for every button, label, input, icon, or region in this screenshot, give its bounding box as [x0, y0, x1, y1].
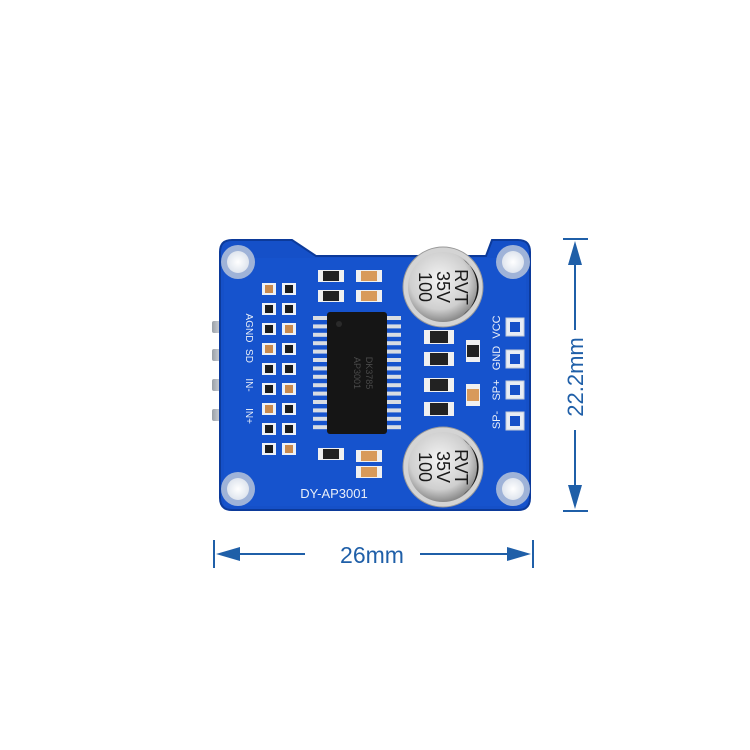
ic-pin: [385, 349, 401, 354]
amplifier-ic: AP3001 DK3785: [313, 312, 401, 434]
ic-pin: [385, 408, 401, 413]
pin-label-gnd: GND: [491, 346, 503, 371]
smd-component: [285, 445, 293, 453]
capacitor-top: RVT 35V 100: [402, 246, 484, 328]
ic-pin: [385, 400, 401, 404]
ic-pin: [385, 316, 401, 320]
ic-pin: [313, 408, 329, 413]
right-pads: [505, 317, 525, 431]
cap-bottom-brand: RVT: [451, 449, 471, 485]
cap-bottom-value: 100: [415, 452, 435, 482]
ic-pin: [313, 425, 329, 430]
ic-pin: [313, 324, 329, 329]
smd-component: [265, 305, 273, 313]
smd-component: [265, 365, 273, 373]
smd-component: [285, 305, 293, 313]
ic-pin: [313, 349, 329, 354]
smd-component: [265, 405, 273, 413]
ic-pin: [313, 341, 329, 346]
smd-component: [265, 425, 273, 433]
ic-marking-2: DK3785: [364, 357, 374, 390]
right-smd-components: [424, 330, 480, 416]
cap-top-voltage: 35V: [433, 271, 453, 303]
ic-pin: [385, 425, 401, 430]
ic-pin: [313, 332, 329, 337]
ic-pin: [385, 383, 401, 388]
ic-pin: [313, 383, 329, 388]
width-dimension: 26mm: [213, 540, 534, 568]
smd-component: [285, 365, 293, 373]
pin-label-in-minus: IN-: [243, 378, 254, 391]
cap-bottom-voltage: 35V: [433, 451, 453, 483]
smd-component: [265, 445, 273, 453]
pin-label-sp-minus: SP-: [491, 410, 503, 429]
height-arrow-up-icon: [568, 241, 582, 265]
pin-label-vcc: VCC: [491, 315, 503, 338]
height-dimension: 22.2mm: [558, 238, 592, 512]
ic-pin: [313, 366, 329, 371]
width-arrow-right-icon: [507, 547, 531, 561]
ic-pin: [313, 374, 329, 379]
ic-pin: [385, 391, 401, 396]
top-resistors: [318, 270, 382, 478]
left-pin-labels: AGND SD IN- IN+: [243, 314, 254, 425]
mounting-hole-bottom-left: [221, 472, 255, 506]
pin-label-agnd: AGND: [243, 314, 254, 343]
smd-component: [265, 325, 273, 333]
width-label: 26mm: [340, 542, 404, 568]
ic-pin: [385, 358, 401, 362]
height-label: 22.2mm: [563, 337, 588, 416]
smd-component: [285, 405, 293, 413]
ic-pin: [313, 400, 329, 404]
smd-component: [285, 325, 293, 333]
smd-component: [285, 345, 293, 353]
left-smd-components: [262, 283, 296, 455]
ic-pin: [385, 341, 401, 346]
smd-component: [285, 425, 293, 433]
smd-component: [265, 345, 273, 353]
mounting-hole-bottom-right: [496, 472, 530, 506]
pcb-board: AP3001 DK3785 AGND SD IN- IN+: [212, 239, 531, 511]
ic-marking-1: AP3001: [352, 357, 362, 389]
mounting-hole-top-left: [221, 245, 255, 279]
ic-pin: [313, 316, 329, 320]
ic-pin: [313, 358, 329, 362]
cap-top-brand: RVT: [451, 269, 471, 305]
pin-label-sp-plus: SP+: [491, 379, 503, 400]
smd-component: [285, 385, 293, 393]
capacitor-bottom: RVT 35V 100: [402, 426, 484, 508]
smd-component: [285, 285, 293, 293]
right-pin-labels: SP- SP+ GND VCC: [491, 315, 503, 429]
smd-component: [265, 285, 273, 293]
ic-pin: [313, 391, 329, 396]
height-arrow-down-icon: [568, 485, 582, 509]
ic-pin: [385, 324, 401, 329]
mounting-hole-top-right: [496, 245, 530, 279]
cap-top-value: 100: [415, 272, 435, 302]
pin-label-in-plus: IN+: [243, 408, 254, 424]
smd-component: [265, 385, 273, 393]
ic-pin: [385, 332, 401, 337]
ic-pin: [385, 374, 401, 379]
ic-pin: [385, 416, 401, 421]
ic-pin: [385, 366, 401, 371]
board-name-label: DY-AP3001: [300, 486, 367, 501]
pin-label-sd: SD: [243, 349, 254, 363]
width-arrow-left-icon: [216, 547, 240, 561]
ic-pin: [313, 416, 329, 421]
